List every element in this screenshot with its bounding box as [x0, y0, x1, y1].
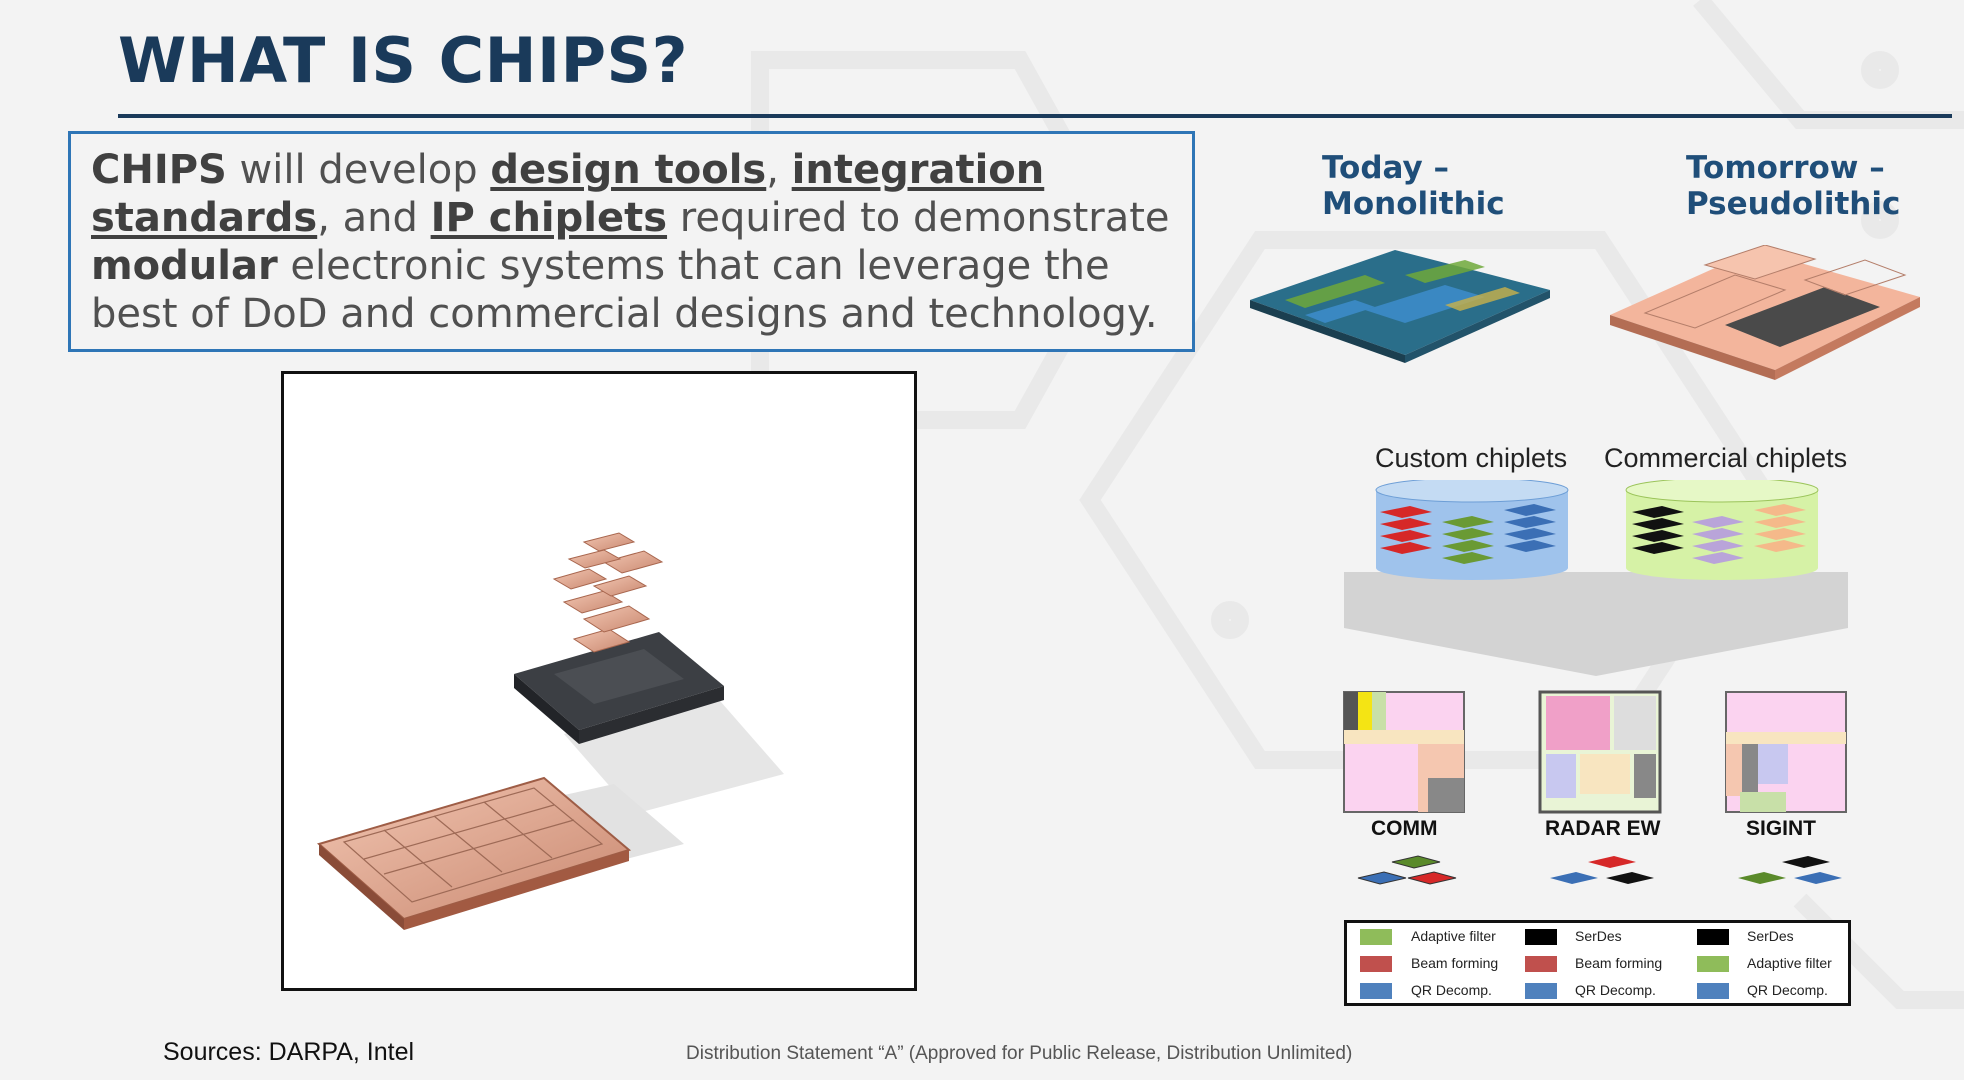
legend-item: Adaptive filter	[1747, 955, 1832, 971]
tomorrow-line1: Tomorrow –	[1686, 150, 1885, 186]
today-line1: Today –	[1322, 150, 1449, 186]
text-segment: electronic systems that can leverage the…	[91, 243, 1158, 337]
title-divider	[118, 114, 1952, 118]
legend-swatch	[1697, 983, 1729, 999]
chiplet-pools-funnel	[1344, 480, 1848, 676]
today-heading: Today – Monolithic	[1322, 150, 1505, 222]
chips-term: CHIPS	[91, 147, 227, 193]
legend-swatch	[1697, 929, 1729, 945]
commercial-chiplet-pool	[1625, 480, 1819, 580]
chiplet-package-illustration	[316, 532, 784, 930]
chiplet-legend: Adaptive filter Beam forming QR Decomp. …	[1344, 920, 1851, 1006]
legend-item: QR Decomp.	[1411, 982, 1492, 998]
legend-swatch	[1360, 956, 1392, 972]
sigint-system	[1725, 691, 1847, 884]
chiplet-package-image	[281, 371, 917, 991]
tomorrow-heading: Tomorrow – Pseudolithic	[1686, 150, 1900, 222]
legend-item: SerDes	[1747, 928, 1794, 944]
text-segment: ,	[766, 147, 792, 193]
monolithic-die-illustration	[1250, 250, 1550, 363]
legend-swatch	[1525, 929, 1557, 945]
pseudolithic-die-illustration	[1610, 245, 1920, 380]
description-text: CHIPS will develop design tools, integra…	[91, 146, 1172, 338]
legend-swatch	[1525, 983, 1557, 999]
modular-term: modular	[91, 243, 278, 289]
text-segment: , and	[317, 195, 431, 241]
tomorrow-line2: Pseudolithic	[1686, 186, 1901, 222]
app-label-sigint: SIGINT	[1746, 817, 1817, 840]
application-systems	[1343, 690, 1847, 885]
legend-item: QR Decomp.	[1747, 982, 1828, 998]
legend-item: Adaptive filter	[1411, 928, 1496, 944]
custom-chiplets-label: Custom chiplets	[1375, 443, 1568, 473]
legend-item: Beam forming	[1575, 955, 1663, 971]
description-box: CHIPS will develop design tools, integra…	[68, 131, 1195, 352]
radar-ew-system	[1538, 690, 1662, 884]
integration-standards-term: integration standards	[91, 147, 1045, 241]
legend-swatch	[1697, 956, 1729, 972]
app-label-comm: COMM	[1371, 817, 1438, 840]
design-tools-term: design tools	[490, 147, 767, 193]
legend-swatch	[1525, 956, 1557, 972]
page-title: WHAT IS CHIPS?	[118, 24, 689, 97]
legend-swatch	[1360, 929, 1392, 945]
legend-swatch	[1360, 983, 1392, 999]
commercial-chiplets-label: Commercial chiplets	[1604, 443, 1848, 473]
text-segment: required to demonstrate	[667, 195, 1170, 241]
comm-system	[1343, 691, 1465, 885]
legend-item: QR Decomp.	[1575, 982, 1656, 998]
text-segment: will develop	[226, 147, 491, 193]
app-label-radar-ew: RADAR EW	[1545, 817, 1661, 840]
today-line2: Monolithic	[1322, 186, 1505, 222]
legend-item: Beam forming	[1411, 955, 1499, 971]
sources-note: Sources: DARPA, Intel	[163, 1038, 415, 1066]
distribution-statement: Distribution Statement “A” (Approved for…	[686, 1043, 1353, 1064]
custom-chiplet-pool	[1375, 480, 1569, 580]
legend-item: SerDes	[1575, 928, 1622, 944]
ip-chiplets-term: IP chiplets	[430, 195, 668, 241]
